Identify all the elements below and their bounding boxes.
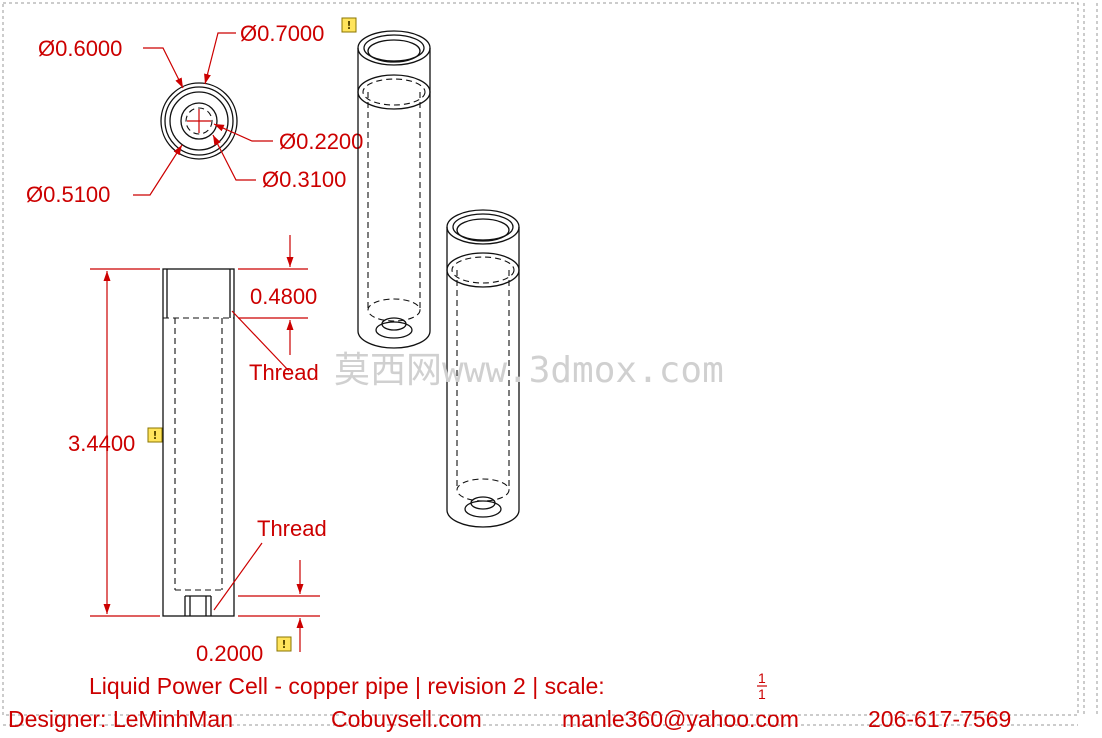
- dim-diameter-0-6000: Ø0.6000: [38, 36, 122, 61]
- phone-number: 206-617-7569: [868, 706, 1011, 732]
- iso-pipe-1: [357, 30, 431, 349]
- scale-numerator: 1: [758, 670, 766, 686]
- dim-diameter-0-2200: Ø0.2200: [279, 129, 363, 154]
- dim-length: 3.4400: [68, 431, 135, 456]
- bottom-thickness-dimension: [238, 560, 320, 652]
- dim-diameter-0-5100: Ø0.5100: [26, 182, 110, 207]
- scale-denominator: 1: [758, 686, 766, 702]
- svg-text:!: !: [153, 429, 158, 442]
- diameter-leaders: [133, 32, 273, 196]
- dim-thread-depth: 0.4800: [250, 284, 317, 309]
- thread-leader-top: [231, 310, 290, 372]
- label-thread-top: Thread: [249, 360, 319, 385]
- title-line: Liquid Power Cell - copper pipe | revisi…: [89, 673, 605, 699]
- designer-name: Designer: LeMinhMan: [8, 706, 233, 732]
- watermark: 莫西网www.3dmox.com: [334, 350, 724, 391]
- svg-text:!: !: [282, 638, 287, 651]
- iso-pipe-2: [446, 209, 520, 528]
- email-link[interactable]: manle360@yahoo.com: [562, 706, 799, 732]
- site-link[interactable]: Cobuysell.com: [331, 706, 482, 732]
- dim-bottom-thickness: 0.2000: [196, 641, 263, 666]
- dim-diameter-0-7000: Ø0.7000: [240, 21, 324, 46]
- warning-icon[interactable]: !: [147, 427, 163, 443]
- label-thread-bottom: Thread: [257, 516, 327, 541]
- dim-diameter-0-3100: Ø0.3100: [262, 167, 346, 192]
- diameter-labels: Ø0.6000 Ø0.7000 Ø0.2200 Ø0.3100 Ø0.5100: [26, 21, 363, 207]
- length-dimension: [90, 268, 160, 617]
- title-block: Liquid Power Cell - copper pipe | revisi…: [8, 670, 1011, 732]
- side-view: [162, 268, 235, 617]
- svg-text:!: !: [347, 19, 352, 32]
- sheet-border: [2, 2, 1098, 726]
- warning-icon[interactable]: !: [341, 17, 357, 33]
- thread-leader-bottom: [213, 542, 263, 611]
- thread-depth-dimension: [238, 235, 308, 355]
- top-view: [160, 82, 238, 160]
- warning-icon[interactable]: !: [276, 636, 292, 652]
